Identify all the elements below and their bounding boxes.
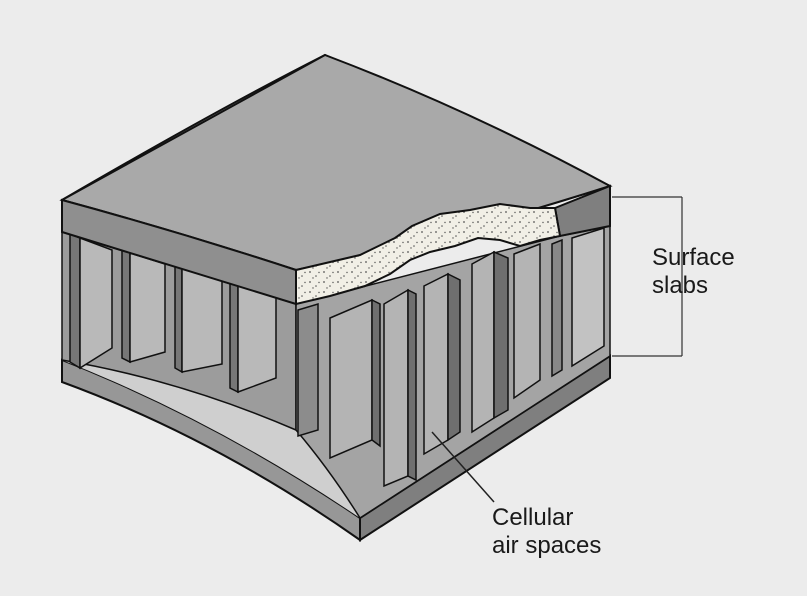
exposed-web	[383, 288, 409, 488]
exposed-web	[513, 242, 541, 400]
surface-slabs-bracket	[612, 196, 683, 357]
exposed-webs	[297, 226, 605, 488]
exposed-web	[407, 288, 417, 482]
exposed-web	[571, 226, 605, 368]
left-web	[121, 248, 131, 364]
left-webs	[69, 232, 277, 394]
exposed-web	[471, 250, 495, 434]
exposed-web	[371, 298, 381, 448]
cellular-air-spaces-label: Cellular air spaces	[492, 504, 601, 560]
surface-label-line2: slabs	[652, 272, 709, 299]
exposed-web	[493, 250, 509, 420]
cut-edge	[295, 202, 562, 306]
cellular-label-line2: air spaces	[492, 532, 602, 559]
exposed-web	[329, 298, 373, 460]
left-web	[229, 268, 239, 394]
left-web	[129, 251, 166, 363]
left-web	[69, 232, 81, 370]
left-web	[79, 236, 113, 370]
cellular-label-line1: Cellular	[492, 504, 574, 531]
exposed-web	[551, 238, 563, 378]
exposed-web	[297, 302, 319, 438]
exposed-web	[423, 272, 449, 456]
surface-label-line1: Surface	[652, 244, 735, 271]
exposed-web	[447, 272, 461, 442]
surface-slabs-label: Surface slabs	[652, 244, 735, 300]
left-web	[174, 258, 183, 374]
cellular-leader-line	[431, 431, 495, 503]
